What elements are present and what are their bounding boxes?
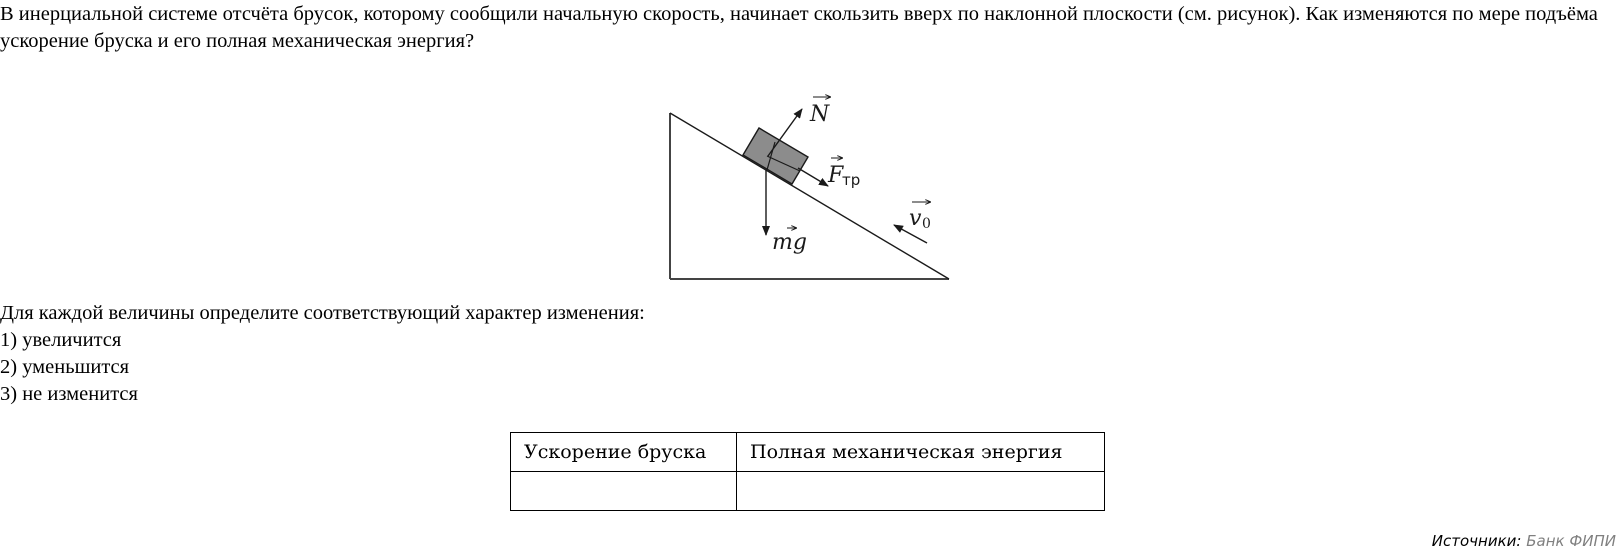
svg-text:v: v xyxy=(909,206,922,231)
answer-table-row xyxy=(510,471,1105,511)
velocity-arrow xyxy=(893,224,928,244)
question-text: В инерциальной системе отсчёта брусок, к… xyxy=(0,3,1598,52)
normal-force-arrow xyxy=(767,108,803,157)
friction-force-label: F тр xyxy=(827,158,860,189)
answer-cell-acceleration[interactable] xyxy=(510,471,737,511)
option-1: 1) увеличится xyxy=(0,329,122,351)
header-acceleration: Ускорение бруска xyxy=(510,432,737,472)
answer-table-header-row: Ускорение бруска Полная механическая эне… xyxy=(510,432,1105,472)
option-3: 3) не изменится xyxy=(0,383,138,405)
answer-table: Ускорение бруска Полная механическая эне… xyxy=(510,432,1105,511)
svg-text:mg: mg xyxy=(772,230,807,255)
source-label: Источники: xyxy=(1431,532,1522,550)
svg-text:тр: тр xyxy=(842,171,860,189)
inclined-plane-diagram: N F тр mg v 0 xyxy=(640,80,960,285)
instructions: Для каждой величины определите соответст… xyxy=(0,300,645,408)
option-2: 2) уменьшится xyxy=(0,356,130,378)
instructions-prompt: Для каждой величины определите соответст… xyxy=(0,302,645,324)
gravity-label: mg xyxy=(772,228,807,255)
incline-triangle xyxy=(669,112,950,280)
normal-force-label: N xyxy=(809,97,831,127)
source-value: Банк ФИПИ xyxy=(1526,532,1616,550)
block xyxy=(742,127,809,185)
svg-text:F: F xyxy=(827,163,844,188)
answer-cell-mechanical-energy[interactable] xyxy=(736,471,1105,511)
source-attribution: Источники: Банк ФИПИ xyxy=(1432,532,1616,550)
svg-text:N: N xyxy=(809,102,830,127)
header-mechanical-energy: Полная механическая энергия xyxy=(736,432,1105,472)
velocity-label: v 0 xyxy=(909,202,931,232)
friction-force-arrow xyxy=(797,167,829,187)
svg-text:0: 0 xyxy=(922,216,931,232)
